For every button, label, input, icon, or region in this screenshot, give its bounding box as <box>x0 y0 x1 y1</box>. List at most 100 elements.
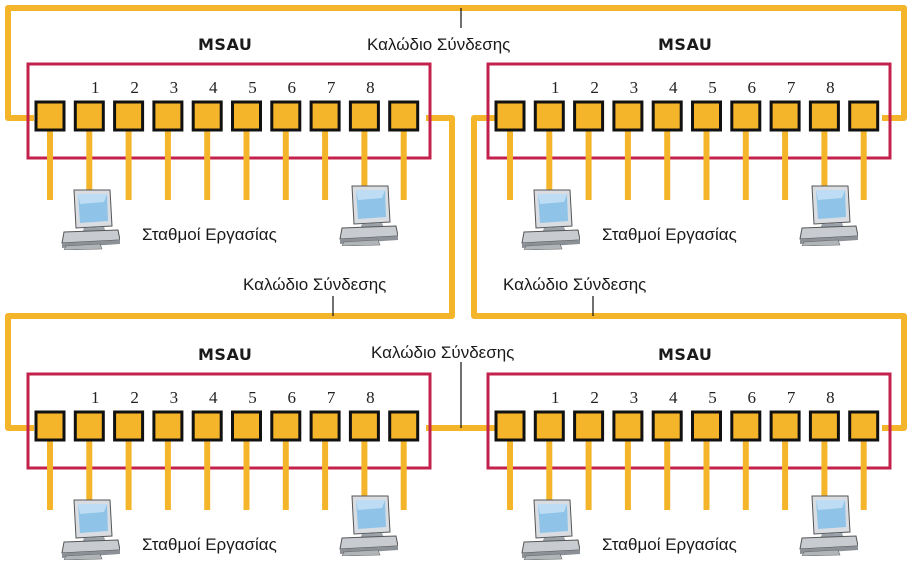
port-5 <box>691 100 722 132</box>
port-number: 3 <box>630 78 639 97</box>
port-number: 7 <box>787 388 796 407</box>
computer-icon <box>339 495 398 556</box>
port-7 <box>309 100 341 132</box>
port-2 <box>573 410 605 442</box>
port-1 <box>73 100 105 132</box>
computer-icon <box>799 495 858 556</box>
port-5 <box>691 410 722 442</box>
port-number: 2 <box>130 78 139 97</box>
ring-cable-right-middle <box>471 115 907 431</box>
ring-in-port <box>34 410 66 442</box>
port-number: 5 <box>248 388 257 407</box>
msau-title: MSAU <box>658 345 712 364</box>
ring-out-port <box>388 100 420 132</box>
ring-cables <box>5 5 907 431</box>
port-2 <box>113 410 145 442</box>
port-8 <box>808 100 840 132</box>
port-number: 5 <box>708 78 717 97</box>
port-number: 8 <box>826 388 835 407</box>
port-number: 8 <box>366 388 375 407</box>
port-7 <box>309 410 341 442</box>
computer-icon <box>799 185 858 246</box>
computer-icon <box>521 189 580 250</box>
port-3 <box>152 410 184 442</box>
port-number: 8 <box>826 78 835 97</box>
msau-box <box>486 372 892 470</box>
cable-label-left: Καλώδιο Σύνδεσης <box>243 275 386 294</box>
port-number: 8 <box>366 78 375 97</box>
computer-icon <box>521 499 580 560</box>
port-8 <box>348 100 380 132</box>
port-3 <box>152 100 184 132</box>
port-7 <box>769 410 801 442</box>
msau-title: MSAU <box>198 35 252 54</box>
port-number: 6 <box>748 388 757 407</box>
port-6 <box>730 100 762 132</box>
port-4 <box>651 100 683 132</box>
port-number: 5 <box>708 388 717 407</box>
port-4 <box>191 410 223 442</box>
port-number: 3 <box>170 78 179 97</box>
ring-out-port <box>848 410 880 442</box>
port-number: 3 <box>630 388 639 407</box>
port-number: 2 <box>590 78 599 97</box>
port-5 <box>231 100 262 132</box>
workstations-label: Σταθμοί Εργασίας <box>142 535 277 554</box>
port-5 <box>231 410 262 442</box>
port-8 <box>348 410 380 442</box>
port-number: 1 <box>551 78 560 97</box>
port-6 <box>270 100 302 132</box>
port-3 <box>612 410 644 442</box>
port-1 <box>533 100 565 132</box>
computer-icon <box>61 189 120 250</box>
port-number: 4 <box>669 78 678 97</box>
port-2 <box>573 100 605 132</box>
port-number: 6 <box>288 78 297 97</box>
computer-icon <box>61 499 120 560</box>
workstations-label: Σταθμοί Εργασίας <box>602 225 737 244</box>
port-6 <box>730 410 762 442</box>
port-number: 3 <box>170 388 179 407</box>
port-number: 1 <box>91 78 100 97</box>
ring-in-port <box>34 100 66 132</box>
cable-label-right: Καλώδιο Σύνδεσης <box>503 275 646 294</box>
port-number: 1 <box>91 388 100 407</box>
port-number: 7 <box>327 388 336 407</box>
port-number: 4 <box>209 388 218 407</box>
port-4 <box>651 410 683 442</box>
cable-label-center: Καλώδιο Σύνδεσης <box>371 343 514 362</box>
cable-labels: Καλώδιο Σύνδεσης Καλώδιο Σύνδεσης Καλώδι… <box>243 35 646 362</box>
msau-box <box>26 62 432 160</box>
port-number: 7 <box>327 78 336 97</box>
ring-in-port <box>494 410 526 442</box>
msau-title: MSAU <box>658 35 712 54</box>
port-8 <box>808 410 840 442</box>
port-number: 2 <box>130 388 139 407</box>
ring-cable-top <box>5 5 907 121</box>
port-number: 4 <box>669 388 678 407</box>
ring-out-port <box>848 100 880 132</box>
ring-out-port <box>388 410 420 442</box>
port-number: 5 <box>248 78 257 97</box>
cable-label-leaders <box>332 8 594 428</box>
msau-title: MSAU <box>198 345 252 364</box>
port-2 <box>113 100 145 132</box>
msau-box <box>26 372 432 470</box>
port-1 <box>73 410 105 442</box>
port-3 <box>612 100 644 132</box>
port-number: 1 <box>551 388 560 407</box>
port-7 <box>769 100 801 132</box>
port-1 <box>533 410 565 442</box>
port-number: 6 <box>288 388 297 407</box>
ring-in-port <box>494 100 526 132</box>
computer-icon <box>339 185 398 246</box>
workstations-label: Σταθμοί Εργασίας <box>142 225 277 244</box>
workstations-label: Σταθμοί Εργασίας <box>602 535 737 554</box>
